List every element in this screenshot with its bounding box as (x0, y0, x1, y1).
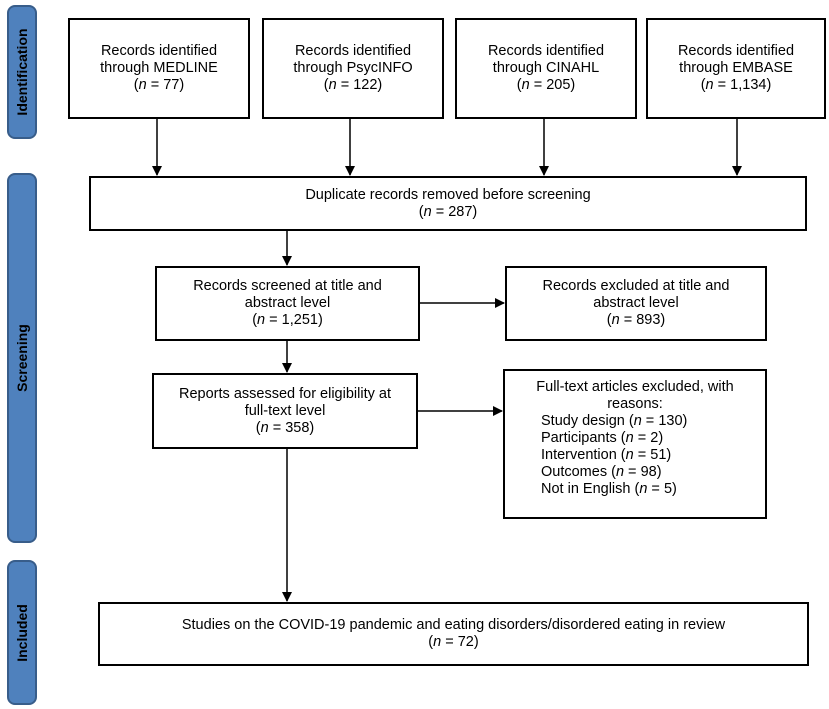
included-count: (n = 72) (428, 634, 479, 650)
source-line1: Records identified (487, 43, 605, 59)
excluded-title-line2: abstract level (593, 295, 679, 311)
stage-tab-screening: Screening (7, 173, 37, 543)
source-box-medline: Records identified through MEDLINE (n = … (68, 18, 250, 119)
source-line1: Records identified (100, 43, 218, 59)
assessed-line1: Reports assessed for eligibility at (179, 385, 391, 402)
source-line2: through EMBASE (679, 60, 793, 76)
duplicates-label: Duplicate records removed before screeni… (305, 186, 591, 203)
source-line2: through CINAHL (492, 60, 600, 76)
duplicates-box: Duplicate records removed before screeni… (89, 176, 807, 231)
source-box-cinahl: Records identified through CINAHL (n = 2… (455, 18, 637, 119)
reason-item: Study design (n = 130) (541, 413, 688, 429)
screened-line1: Records screened at title and (193, 278, 382, 294)
reason-item: Intervention (n = 51) (541, 447, 672, 463)
source-count: (n = 205) (516, 77, 576, 93)
fulltext-excluded-line1: Full-text articles excluded, with (536, 379, 734, 395)
assessed-count: (n = 358) (255, 419, 315, 436)
source-line1: Records identified (677, 43, 795, 59)
excluded-title-line1: Records excluded at title and (542, 278, 730, 294)
fulltext-excluded-box: Full-text articles excluded, with reason… (503, 369, 767, 519)
source-box-psycinfo: Records identified through PsycINFO (n =… (262, 18, 444, 119)
excluded-title-box: Records excluded at title and abstract l… (505, 266, 767, 341)
screened-box: Records screened at title and abstract l… (155, 266, 420, 341)
reason-item: Participants (n = 2) (541, 430, 664, 446)
screened-line2: abstract level (244, 295, 331, 311)
source-count: (n = 1,134) (700, 77, 772, 93)
excluded-title-count: (n = 893) (606, 312, 666, 328)
fulltext-excluded-line2: reasons: (607, 396, 663, 412)
duplicates-count: (n = 287) (418, 203, 478, 220)
stage-tab-included: Included (7, 560, 37, 705)
source-count: (n = 77) (133, 77, 185, 93)
source-box-embase: Records identified through EMBASE (n = 1… (646, 18, 826, 119)
source-line2: through MEDLINE (100, 60, 218, 76)
screened-count: (n = 1,251) (252, 312, 323, 328)
included-box: Studies on the COVID-19 pandemic and eat… (98, 602, 809, 666)
assessed-box: Reports assessed for eligibility at full… (152, 373, 418, 449)
included-label: Studies on the COVID-19 pandemic and eat… (181, 617, 726, 633)
assessed-line2: full-text level (244, 402, 326, 419)
source-count: (n = 122) (323, 77, 383, 93)
reason-item: Outcomes (n = 98) (541, 464, 662, 480)
source-line1: Records identified (294, 43, 412, 59)
source-line2: through PsycINFO (293, 60, 413, 76)
stage-tab-identification: Identification (7, 5, 37, 139)
reason-item: Not in English (n = 5) (541, 481, 677, 497)
